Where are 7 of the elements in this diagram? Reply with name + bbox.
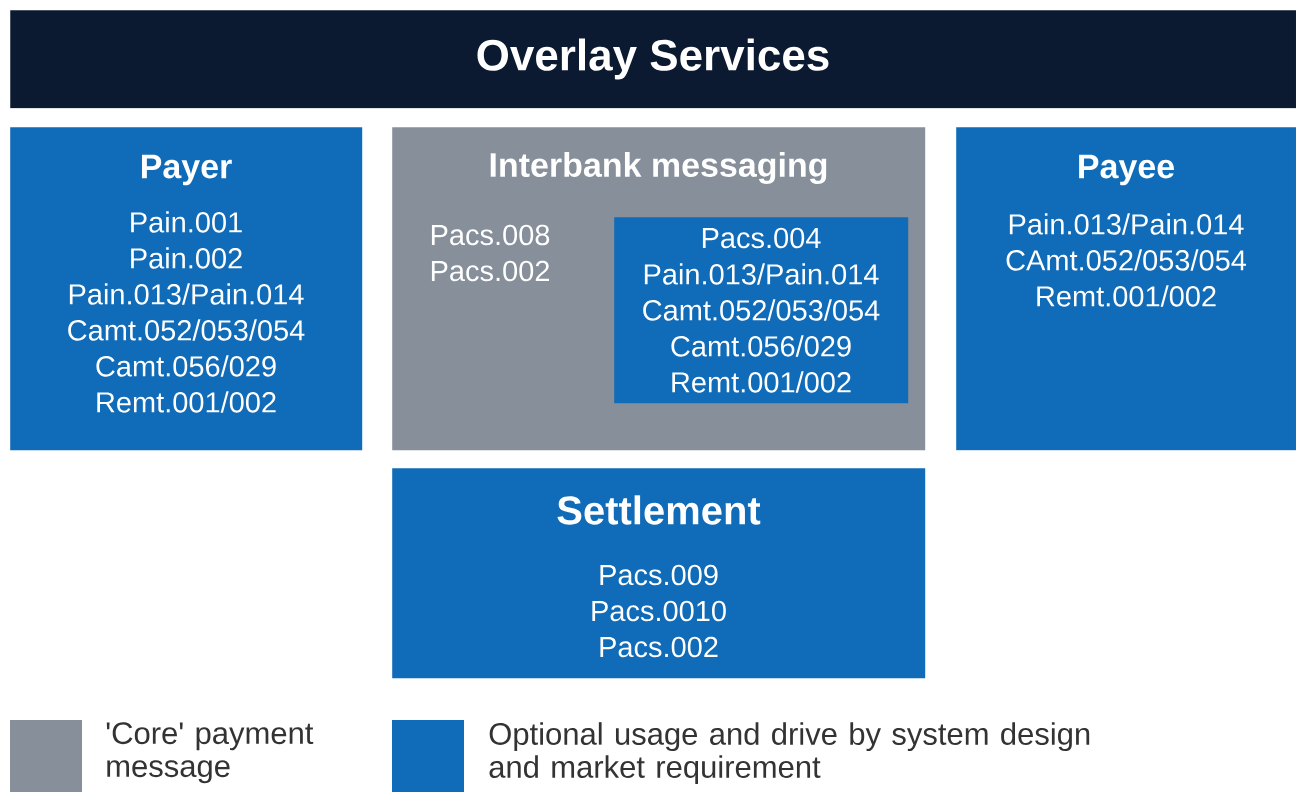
legend-text: Optional usage and drive by system design and market requirement	[489, 722, 1090, 785]
settlement-box: Settlement Pacs.009 Pacs.0010 Pacs.002	[392, 468, 926, 679]
message-box: Pacs.004 Pain.013/Pain.014 Camt.052/053/054 Camt.056/029 Remt.001/002	[614, 217, 909, 404]
legend-text: 'Core' payment message	[106, 722, 314, 784]
payer-box: Payer Pain.001 Pain.002 Pain.013/Pain.014 Camt.052/053/054 Camt.056/029 Remt.001/002	[10, 127, 363, 451]
title-band: Overlay Services	[10, 10, 1296, 109]
payee-box: Payee Pain.013/Pain.014 CAmt.052/053/054 Remt.001/002	[956, 127, 1296, 451]
